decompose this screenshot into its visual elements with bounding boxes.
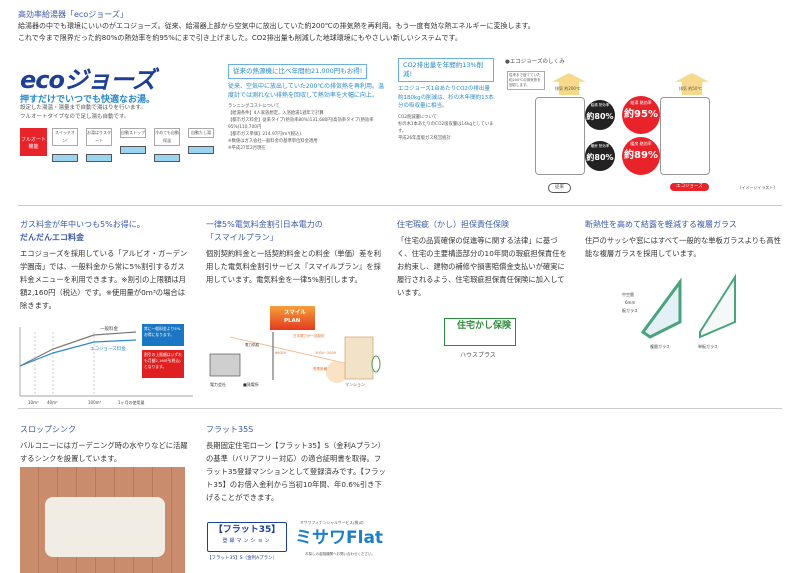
glass-caption: 単板ガラス: [698, 343, 718, 349]
kashi-insurance-logo: 住宅かし保険: [444, 318, 516, 346]
eco-tagline: 押すだけでいつでも快適なお湯。: [20, 95, 156, 105]
flat35s-note: 【フラット35】S（金利Aプラン）: [207, 556, 278, 561]
power-label: 日本電力が一括契約: [293, 333, 325, 338]
eco-desc-1: 設定した湯温・湯量まで自動で湯はりを行います。: [20, 105, 146, 111]
line-label: 一般料金: [100, 325, 118, 332]
power-illustration: 電力会社 ■発電所 電力供給 6600V 日本電力が一括契約 100V~200V…: [209, 332, 381, 387]
flat35-logo: 【フラット35】 登録マンション: [207, 522, 287, 552]
savings-lead: 従来、空気中に放出していた200℃の排気熱を再利用。温度計では測れない排熱を回収…: [228, 83, 385, 99]
tick-label: 1ヶ月の使用量: [118, 399, 145, 405]
line-label: エコジョーズ料金: [90, 345, 126, 352]
sink-section: スロップシンク バルコニーにはガーデニング時の水やりなどに活躍するシンクを設置し…: [20, 425, 188, 463]
power-label: ■発電所: [243, 381, 259, 387]
glass-label: 中空層: [622, 291, 634, 297]
power-label: 受電設備: [313, 366, 327, 371]
tick-label: 40m³: [47, 400, 58, 405]
smile-plan-logo: スマイル PLAN: [270, 306, 315, 330]
savings-box: 従来の熱源機に比べ年間約21,000円もお得!: [228, 64, 368, 79]
eco-steps: スイッチオン! お湯はりスタート 自動ストップ 冷めても自動保温 自動たし湯: [52, 128, 214, 162]
divider: [18, 408, 782, 409]
glass-caption: 複層ガラス: [650, 343, 670, 349]
power-label: マンション: [345, 382, 365, 387]
co2-section: CO2排出量を年間約13%削減! エコジョーズ1台あたりCO2の排出量約180k…: [398, 58, 494, 142]
ecojozu-logo: ecoジョーズ: [20, 66, 156, 94]
misawa-flat-top: ミサワフィナンシャルサービス(株)の: [300, 520, 364, 525]
savings-section: 従来の熱源機に比べ年間約21,000円もお得! 従来、空気中に放出していた200…: [228, 58, 388, 152]
insurance-caption: ハウスプラス: [460, 352, 496, 359]
divider: [18, 205, 782, 206]
note-red: 割引の上限額はいずれも月額2,160円(税込)となります。: [142, 350, 184, 378]
co2-box: CO2排出量を年間約13%削減!: [398, 58, 494, 82]
eco-rate-line: [19, 339, 137, 367]
glass-illustration: 中空層 6mm 板ガラス 複層ガラス 単板ガラス: [622, 273, 736, 349]
step: スイッチオン!: [52, 128, 78, 162]
co2-lead: エコジョーズ1台あたりCO2の排出量約180kgの削減は、杉の木年間約13本分の…: [398, 86, 494, 109]
misawa-flat-sub: お探しの金融機関へお問い合わせください。: [305, 552, 375, 556]
intro-line-2: これで今まで限界だった約80%の熱効率を約95%にまで引き上げました。CO2排出…: [18, 34, 462, 42]
gas-rate-chart: 一般料金 エコジョーズ料金 10m³ 40m³ 100m³ 1ヶ月の使用量: [19, 325, 193, 405]
glass-label: 6mm: [625, 300, 635, 305]
step: 自動ストップ: [120, 128, 146, 162]
ecojozu-diagram: ●エコジョーズのしくみ 従来まで捨てていた約200℃の排気熱を回収します。 排気…: [500, 53, 800, 203]
intro-line-1: 給湯器の中でも環境にいいのがエコジョーズ。従来、給湯器上部から空気中に放出してい…: [18, 22, 535, 30]
power-label: 100V~200V: [315, 351, 337, 355]
page-title: 高効率給湯器「ecoジョーズ」: [18, 10, 128, 19]
co2-notes: CO2削減量について 杉の木1本あたりのCO2吸収量は14kgとしています。 平…: [398, 114, 494, 141]
power-label: 6600V: [275, 351, 287, 355]
glass-label: 板ガラス: [622, 307, 638, 313]
flat35-section: フラット35S 長期固定住宅ローン【フラット35】S（金利Aプラン）の基準（バリ…: [206, 425, 386, 502]
step: 自動たし湯: [188, 128, 214, 162]
tick-label: 10m³: [28, 400, 39, 405]
power-label: 電力会社: [210, 381, 226, 387]
savings-notes: ランニングコストについて 【給湯条件】4人家族想定。入浴給湯1週年で計算 【都市…: [228, 104, 374, 151]
step: お湯はりスタート: [86, 128, 112, 162]
misawa-flat-logo: ミサワFlat: [295, 528, 384, 548]
full-auto-badge: フルオート機能: [20, 128, 47, 156]
gas-section: ガス料金が年中いつも5%お得に。 だんだんエコ料金 エコジョーズを採用している「…: [20, 220, 188, 310]
eco-desc-2: フルオートタイプなので足し湯も自動です。: [20, 114, 130, 120]
power-label: 電力供給: [245, 342, 259, 347]
note-blue: 常に一般料金より5%お得になります。: [142, 324, 184, 346]
tick-label: 100m³: [88, 400, 102, 405]
general-rate-line: [19, 331, 137, 367]
power-section: 一律5%電気料金割引日本電力の 「スマイルプラン」 個別契約料金と一括契約料金と…: [206, 220, 382, 284]
step: 冷めても自動保温: [154, 128, 180, 162]
slop-sink-photo: [20, 467, 185, 573]
insurance-section: 住宅瑕疵（かし）担保責任保険 「住宅の品質確保の促進等に関する法律」に基づく、住…: [397, 220, 567, 297]
glass-section: 断熱性を高めて結露を軽減する複層ガラス 住戸のサッシや窓にはすべて一般的な単板ガ…: [585, 220, 781, 258]
